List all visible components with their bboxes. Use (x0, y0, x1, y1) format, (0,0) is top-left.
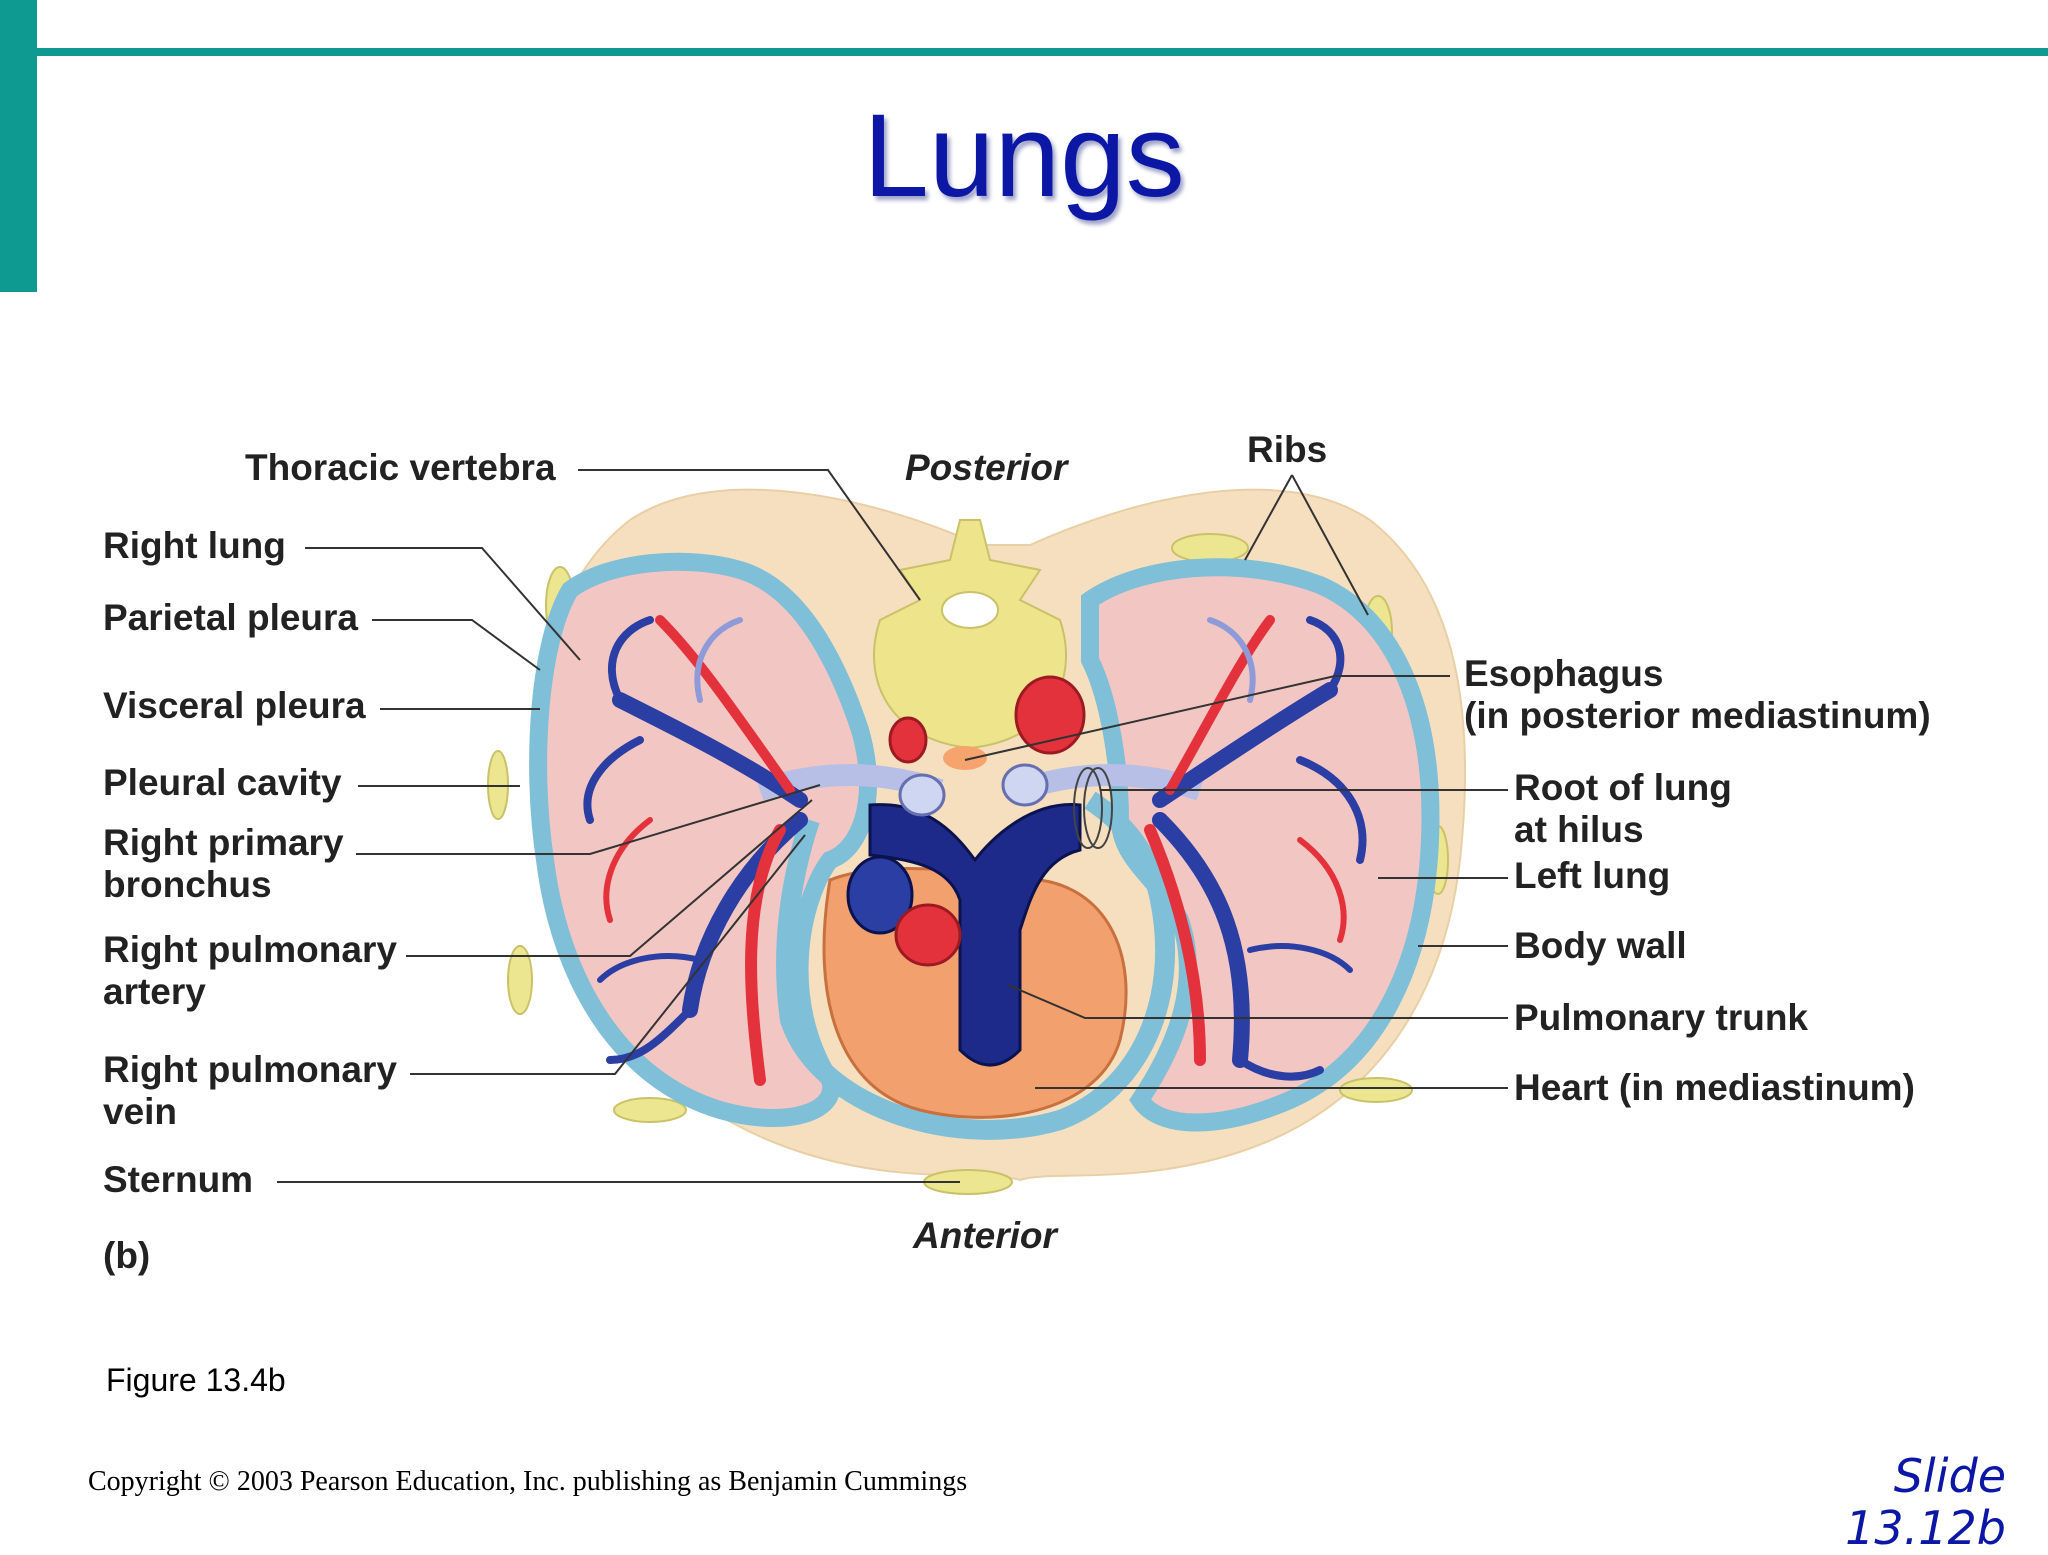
thoracic-vertebra (873, 519, 1067, 750)
label-root-of-lung-2: at hilus (1514, 809, 1644, 850)
vessel-small (888, 716, 928, 764)
slide-number-line2: 13.12b (1845, 1501, 2006, 1555)
label-right-primary-bronchus-2: bronchus (103, 864, 272, 905)
label-right-pulmonary-vein-1: Right pulmonary (103, 1049, 397, 1090)
esophagus (943, 746, 987, 770)
label-root-of-lung-1: Root of lung (1514, 767, 1732, 808)
label-pleural-cavity: Pleural cavity (103, 762, 342, 803)
figure-caption: Figure 13.4b (106, 1362, 286, 1398)
label-left-lung: Left lung (1514, 855, 1670, 896)
leader-lines (277, 469, 1508, 1183)
label-right-lung: Right lung (103, 525, 286, 566)
label-sternum: Sternum (103, 1159, 253, 1200)
panel-label: (b) (103, 1235, 150, 1276)
accent-bar-left (0, 0, 37, 292)
label-right-pulmonary-artery-1: Right pulmonary (103, 929, 397, 970)
label-thoracic-vertebra: Thoracic vertebra (245, 447, 556, 488)
label-anterior: Anterior (912, 1215, 1060, 1256)
label-esophagus-2: (in posterior mediastinum) (1464, 695, 1931, 736)
label-right-primary-bronchus-1: Right primary (103, 822, 344, 863)
accent-bar-top (37, 48, 2048, 56)
pericardium (776, 791, 1176, 1140)
slide-number: Slide 13.12b (1706, 1450, 2006, 1554)
label-body-wall: Body wall (1514, 925, 1687, 966)
label-esophagus-1: Esophagus (1464, 653, 1663, 694)
label-ribs: Ribs (1247, 429, 1327, 470)
ascending-aorta (894, 903, 962, 967)
left-lung-vessels (1144, 615, 1367, 1081)
label-right-pulmonary-vein-2: vein (103, 1091, 177, 1132)
label-heart: Heart (in mediastinum) (1514, 1067, 1915, 1108)
page-title: Lungs (863, 90, 1185, 222)
label-parietal-pleura: Parietal pleura (103, 597, 358, 638)
slide-number-line1: Slide (1893, 1449, 2006, 1503)
descending-aorta (1014, 675, 1086, 755)
superior-vena-cava (846, 855, 914, 935)
pulmonary-trunk (868, 803, 1082, 1067)
copyright-notice: Copyright © 2003 Pearson Education, Inc.… (88, 1466, 968, 1497)
label-posterior: Posterior (905, 447, 1070, 488)
root-of-lung-ring (1073, 767, 1103, 849)
label-right-pulmonary-artery-2: artery (103, 971, 206, 1012)
label-visceral-pleura: Visceral pleura (103, 685, 366, 726)
label-pulmonary-trunk: Pulmonary trunk (1514, 997, 1808, 1038)
right-lung-vessels (583, 615, 808, 1086)
